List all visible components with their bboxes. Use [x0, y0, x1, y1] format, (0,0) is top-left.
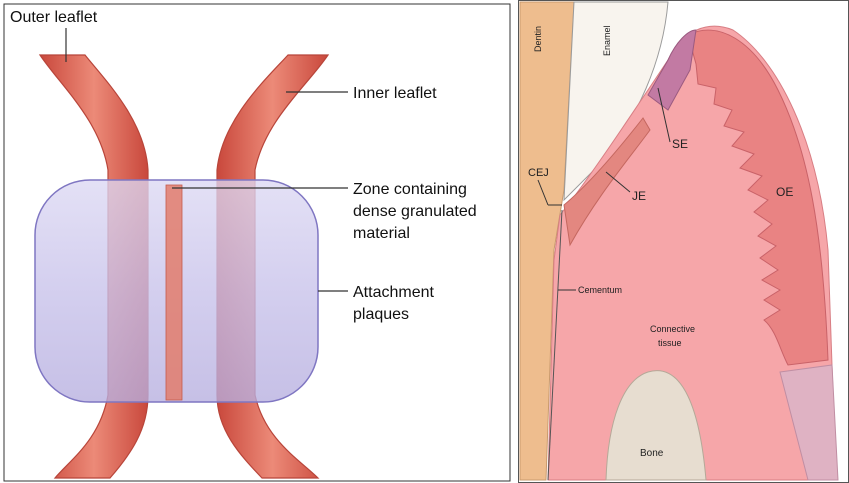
outer-leaflet-label: Outer leaflet	[10, 9, 98, 26]
desmosome-diagram: Outer leaflet Inner leaflet Zone contain…	[0, 0, 512, 483]
zone-label-line3: material	[353, 225, 410, 242]
enamel-label: Enamel	[602, 25, 612, 56]
connective-tissue-label-line2: tissue	[658, 338, 682, 348]
je-label: JE	[632, 189, 646, 203]
connective-tissue-label-line1: Connective	[650, 324, 695, 334]
zone-label-line1: Zone containing	[353, 181, 467, 198]
gingiva-diagram-panel: Dentin Enamel CEJ SE JE OE Cementum Conn…	[518, 0, 849, 483]
desmosome-diagram-panel: Outer leaflet Inner leaflet Zone contain…	[0, 0, 512, 483]
dense-granulated-zone	[166, 185, 182, 400]
plaque-label-line2: plaques	[353, 306, 409, 323]
bone-label: Bone	[640, 448, 664, 459]
oe-label: OE	[776, 185, 793, 199]
plaque-label-line1: Attachment	[353, 284, 434, 301]
gingiva-diagram: Dentin Enamel CEJ SE JE OE Cementum Conn…	[518, 0, 849, 483]
se-label: SE	[672, 137, 688, 151]
dentin-label: Dentin	[533, 26, 543, 52]
cej-label: CEJ	[528, 167, 549, 179]
inner-leaflet-label: Inner leaflet	[353, 85, 437, 102]
zone-label-line2: dense granulated	[353, 203, 477, 220]
cementum-label: Cementum	[578, 285, 622, 295]
